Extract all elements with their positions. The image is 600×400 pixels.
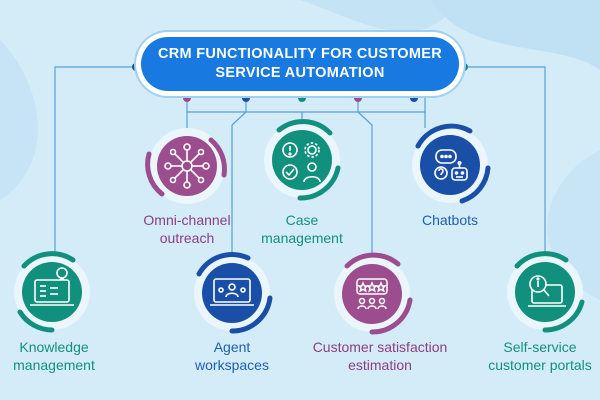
label-customer-satisfaction: Customer satisfaction estimation	[312, 339, 448, 373]
node-agent-workspaces	[194, 252, 273, 334]
title-line-2: SERVICE AUTOMATION	[215, 65, 385, 81]
node-customer-satisfaction	[334, 252, 413, 335]
self-service-portal-icon	[528, 275, 566, 307]
network-hub-icon	[164, 143, 210, 189]
node-case-management	[264, 119, 341, 201]
connector-dot	[298, 94, 306, 102]
connector-dot	[132, 63, 140, 71]
node-self-service-portals	[507, 251, 585, 333]
case-management-icon	[282, 142, 321, 183]
node-omni-channel	[145, 128, 227, 204]
knowledge-screen-icon	[30, 267, 74, 306]
background-blob	[430, 0, 600, 70]
label-agent-workspaces: Agent workspaces	[195, 339, 269, 373]
label-self-service-portals: Self-service customer portals	[488, 339, 592, 373]
node-chatbots	[412, 123, 491, 204]
label-chatbots: Chatbots	[421, 212, 479, 228]
title-line-1: CRM FUNCTIONALITY FOR CUSTOMER	[158, 46, 442, 62]
connector-dot	[460, 63, 468, 71]
label-case-management: Case management	[261, 212, 343, 246]
connector-dot	[242, 94, 250, 102]
background-blob	[0, 40, 38, 200]
label-omni-channel: Omni-channel outreach	[143, 212, 231, 246]
satisfaction-rating-icon	[356, 278, 388, 310]
label-knowledge-management: Knowledge management	[13, 339, 95, 373]
diagram-title: CRM FUNCTIONALITY FOR CUSTOMER SERVICE A…	[141, 37, 459, 91]
chatbot-icon	[434, 149, 468, 181]
connector-dot	[354, 94, 362, 102]
connector-lines	[54, 66, 546, 262]
agent-workspace-icon	[210, 278, 254, 306]
background-blob	[300, 0, 460, 32]
connector-dot	[183, 94, 191, 102]
node-knowledge-management	[14, 251, 90, 333]
connector-dot	[410, 94, 418, 102]
